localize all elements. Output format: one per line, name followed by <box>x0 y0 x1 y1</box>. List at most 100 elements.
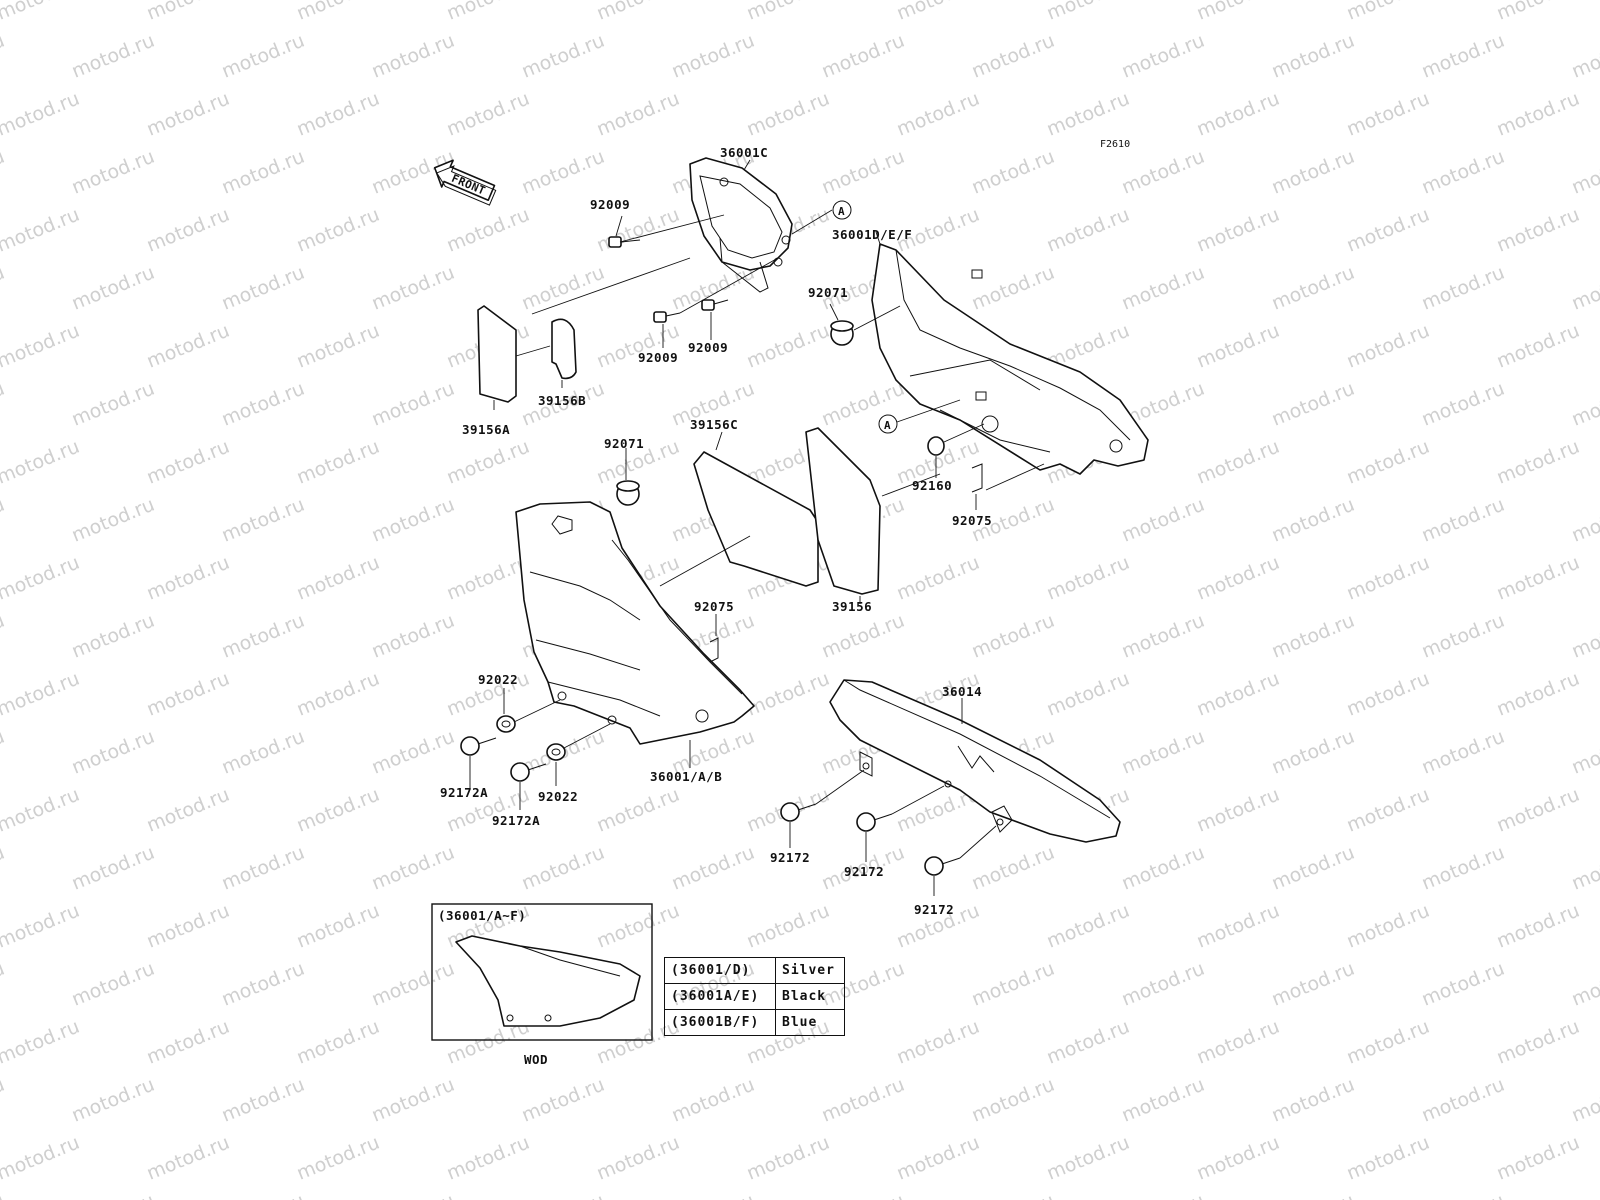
pad-39156c <box>693 451 819 587</box>
watermark-text: motod.ru <box>1344 900 1433 953</box>
watermark-text: motod.ru <box>1194 204 1283 257</box>
watermark-text: motod.ru <box>219 842 308 895</box>
callout-92009-b: 92009 <box>688 340 728 355</box>
grommet-92160 <box>927 436 945 456</box>
watermark-text: motod.ru <box>894 1132 983 1185</box>
watermark-text: motod.ru <box>1419 1190 1508 1200</box>
watermark-text: motod.ru <box>69 494 158 547</box>
watermark-text: motod.ru <box>0 1190 8 1200</box>
watermark-text: motod.ru <box>219 146 308 199</box>
watermark-text: motod.ru <box>894 552 983 605</box>
watermark-text: motod.ru <box>0 900 83 953</box>
watermark-text: motod.ru <box>594 0 683 25</box>
watermark-text: motod.ru <box>0 88 83 141</box>
watermark-text: motod.ru <box>219 1074 308 1127</box>
grommet-92071-left <box>616 480 640 506</box>
watermark-text: motod.ru <box>1194 668 1283 721</box>
watermark-text: motod.ru <box>444 88 533 141</box>
watermark-text: motod.ru <box>0 262 8 315</box>
legend-code: (36001A/E) <box>664 983 776 1010</box>
pad-39156b <box>551 318 577 380</box>
watermark-text: motod.ru <box>1044 88 1133 141</box>
legend-color: Black <box>775 983 845 1010</box>
watermark-text: motod.ru <box>1569 146 1600 199</box>
callout-92071-left: 92071 <box>604 436 644 451</box>
bolt-92172-b <box>856 812 893 832</box>
watermark-text: motod.ru <box>1569 842 1600 895</box>
watermark-text: motod.ru <box>1344 320 1433 373</box>
watermark-text: motod.ru <box>1419 146 1508 199</box>
callout-92172-a: 92172 <box>770 850 810 865</box>
watermark-text: motod.ru <box>744 900 833 953</box>
watermark-text: motod.ru <box>369 958 458 1011</box>
watermark-text: motod.ru <box>0 30 8 83</box>
watermark-text: motod.ru <box>594 1132 683 1185</box>
legend-code: (36001/D) <box>664 957 776 984</box>
watermark-text: motod.ru <box>69 146 158 199</box>
watermark-text: motod.ru <box>69 610 158 663</box>
watermark-text: motod.ru <box>1269 958 1358 1011</box>
watermark-text: motod.ru <box>1494 1132 1583 1185</box>
watermark-text: motod.ru <box>1344 552 1433 605</box>
watermark-text: motod.ru <box>1119 726 1208 779</box>
watermark-text: motod.ru <box>1194 1016 1283 1069</box>
bolt-92172a-a <box>460 736 497 756</box>
watermark-text: motod.ru <box>594 88 683 141</box>
watermark-text: motod.ru <box>1494 0 1583 25</box>
watermark-text: motod.ru <box>894 0 983 25</box>
watermark-text: motod.ru <box>0 842 8 895</box>
bolt-92009-b <box>701 299 729 311</box>
callout-39156c: 39156C <box>690 417 738 432</box>
inset-title: (36001/A~F) <box>438 908 526 923</box>
watermark-text: motod.ru <box>0 1016 83 1069</box>
watermark-text: motod.ru <box>1494 1016 1583 1069</box>
watermark-text: motod.ru <box>519 1190 608 1200</box>
watermark-text: motod.ru <box>969 30 1058 83</box>
chain-guard-36014 <box>829 679 1121 843</box>
watermark-text: motod.ru <box>1419 1074 1508 1127</box>
watermark-text: motod.ru <box>1569 726 1600 779</box>
watermark-text: motod.ru <box>669 1074 758 1127</box>
watermark-text: motod.ru <box>1044 0 1133 25</box>
watermark-text: motod.ru <box>969 1190 1058 1200</box>
watermark-text: motod.ru <box>0 436 83 489</box>
watermark-text: motod.ru <box>1569 958 1600 1011</box>
watermark-text: motod.ru <box>144 784 233 837</box>
watermark-text: motod.ru <box>1569 378 1600 431</box>
watermark-text: motod.ru <box>1269 30 1358 83</box>
watermark-text: motod.ru <box>744 668 833 721</box>
figure-id: F2610 <box>1100 139 1130 150</box>
watermark-text: motod.ru <box>1419 726 1508 779</box>
watermark-text: motod.ru <box>294 320 383 373</box>
watermark-text: motod.ru <box>1194 88 1283 141</box>
watermark-text: motod.ru <box>69 726 158 779</box>
watermark-text: motod.ru <box>0 1074 8 1127</box>
watermark-text: motod.ru <box>519 262 608 315</box>
watermark-text: motod.ru <box>969 146 1058 199</box>
watermark-text: motod.ru <box>69 30 158 83</box>
watermark-text: motod.ru <box>369 842 458 895</box>
color-legend-table: (36001/D)Silver(36001A/E)Black(36001B/F)… <box>664 957 845 1036</box>
watermark-text: motod.ru <box>0 1132 83 1185</box>
legend-row: (36001A/E)Black <box>664 983 845 1010</box>
watermark-text: motod.ru <box>219 610 308 663</box>
watermark-text: motod.ru <box>819 378 908 431</box>
watermark-text: motod.ru <box>69 958 158 1011</box>
bolt-92172-c <box>924 856 961 876</box>
watermark-text: motod.ru <box>144 88 233 141</box>
callout-36014: 36014 <box>942 684 982 699</box>
watermark-text: motod.ru <box>1119 146 1208 199</box>
watermark-text: motod.ru <box>369 1190 458 1200</box>
watermark-text: motod.ru <box>744 1132 833 1185</box>
watermark-text: motod.ru <box>519 842 608 895</box>
callout-92071-right: 92071 <box>808 285 848 300</box>
watermark-text: motod.ru <box>1119 494 1208 547</box>
watermark-text: motod.ru <box>1119 842 1208 895</box>
watermark-text: motod.ru <box>144 320 233 373</box>
watermark-text: motod.ru <box>294 436 383 489</box>
watermark-text: motod.ru <box>1044 552 1133 605</box>
watermark-text: motod.ru <box>1344 88 1433 141</box>
inset-caption: WOD <box>524 1052 548 1067</box>
inset-box <box>431 903 653 1041</box>
